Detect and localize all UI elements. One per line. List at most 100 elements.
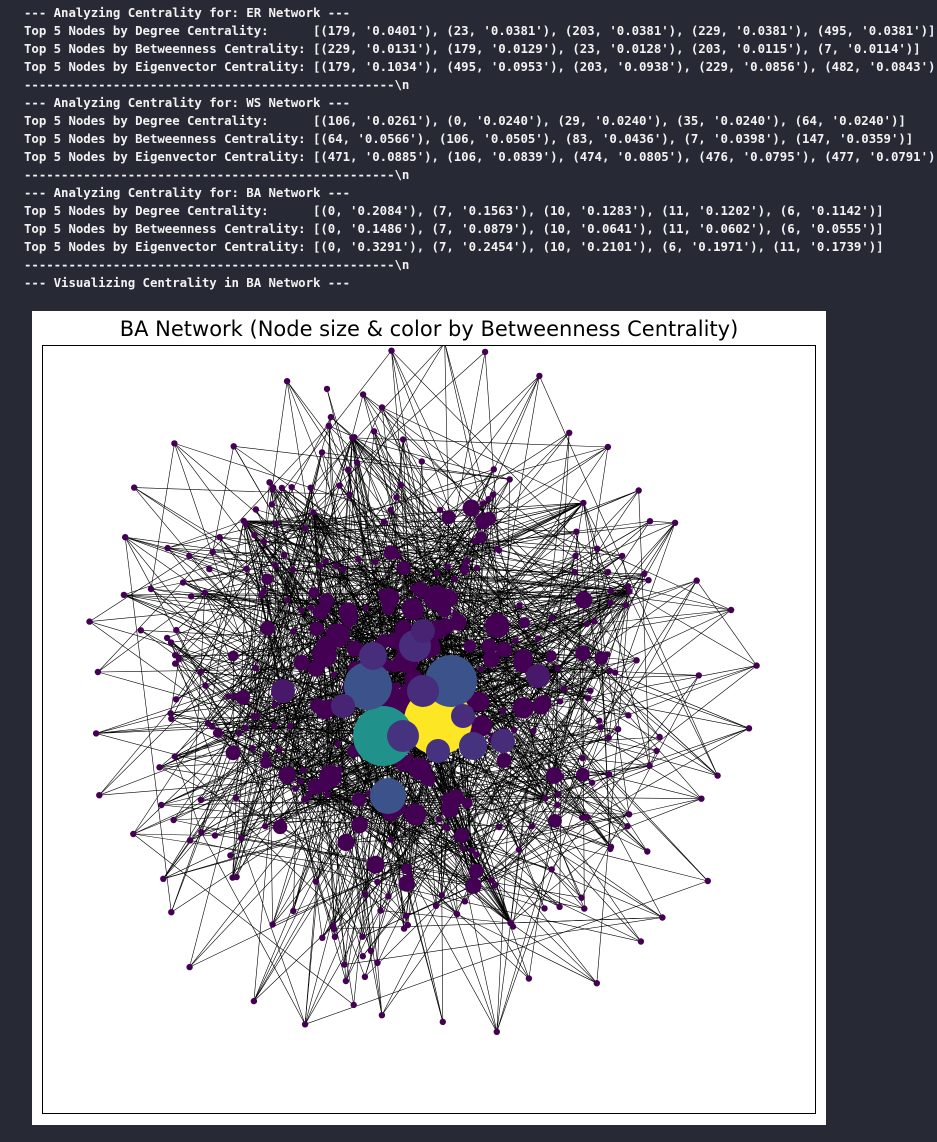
node [171, 753, 178, 760]
node [378, 404, 386, 411]
node [168, 715, 175, 722]
node [604, 651, 611, 658]
edge [281, 821, 532, 827]
node [94, 668, 102, 676]
edge [304, 437, 353, 1025]
node [453, 910, 461, 918]
edge [381, 407, 583, 818]
edge [174, 443, 288, 776]
node [377, 907, 384, 914]
edge [467, 774, 583, 804]
edge [200, 782, 322, 801]
edge [207, 723, 409, 926]
node [490, 466, 497, 473]
node [399, 436, 407, 443]
node [287, 722, 294, 730]
node [463, 557, 471, 565]
node [512, 697, 534, 719]
node [468, 847, 475, 854]
edge [421, 461, 428, 647]
edge [281, 487, 414, 589]
node [260, 538, 268, 545]
node [325, 422, 332, 429]
node [451, 575, 458, 582]
edge [256, 452, 323, 717]
node [170, 816, 177, 824]
edge [377, 848, 464, 883]
node [451, 704, 475, 728]
node [235, 690, 250, 705]
node [312, 878, 320, 885]
console-line: Top 5 Nodes by Betweenness Centrality: [… [24, 131, 914, 146]
node [131, 484, 138, 491]
node [290, 628, 297, 635]
node [252, 506, 260, 513]
edge [473, 773, 610, 886]
node [482, 651, 500, 668]
edge [335, 375, 540, 567]
node [493, 1028, 500, 1035]
node [548, 814, 562, 828]
node [186, 963, 193, 971]
edge [310, 346, 443, 488]
node [576, 767, 590, 782]
edge [170, 642, 306, 1025]
node [168, 909, 175, 916]
edge [96, 715, 254, 734]
node [575, 645, 591, 661]
edge [435, 520, 651, 647]
edge [342, 462, 358, 615]
node [374, 959, 381, 966]
edge [381, 668, 558, 1016]
node [359, 953, 366, 960]
node [496, 823, 503, 831]
node [625, 712, 632, 719]
node [412, 581, 428, 598]
node [378, 1012, 386, 1019]
node [361, 973, 369, 980]
edge [328, 425, 525, 623]
node [607, 843, 615, 850]
edge [557, 586, 629, 669]
edge [377, 962, 383, 1016]
node [197, 796, 205, 804]
node [459, 732, 487, 760]
node [612, 669, 619, 676]
node [385, 893, 392, 900]
node [471, 715, 493, 737]
edge [235, 797, 389, 897]
edge [344, 917, 663, 965]
edge [449, 808, 498, 1032]
node [481, 638, 497, 654]
node [271, 701, 279, 708]
node [337, 833, 355, 851]
node [614, 726, 622, 733]
edge [390, 736, 660, 840]
node [336, 766, 343, 773]
node [269, 484, 277, 491]
node [260, 587, 268, 595]
edge [638, 490, 650, 766]
node [319, 764, 342, 788]
node [307, 484, 314, 491]
node [387, 836, 394, 843]
edge [403, 567, 732, 611]
node [227, 852, 234, 859]
edge [538, 580, 649, 704]
node [288, 484, 295, 491]
node [394, 682, 401, 689]
node [120, 591, 128, 599]
node [198, 829, 205, 836]
edge [559, 522, 676, 702]
edge [174, 512, 314, 664]
node [473, 851, 480, 858]
node [461, 898, 469, 905]
edge [301, 512, 314, 663]
node [308, 587, 320, 599]
edge [538, 657, 602, 704]
node [588, 779, 596, 786]
edge [649, 520, 676, 524]
edge [175, 567, 405, 700]
node [587, 687, 594, 694]
edge [97, 668, 317, 673]
